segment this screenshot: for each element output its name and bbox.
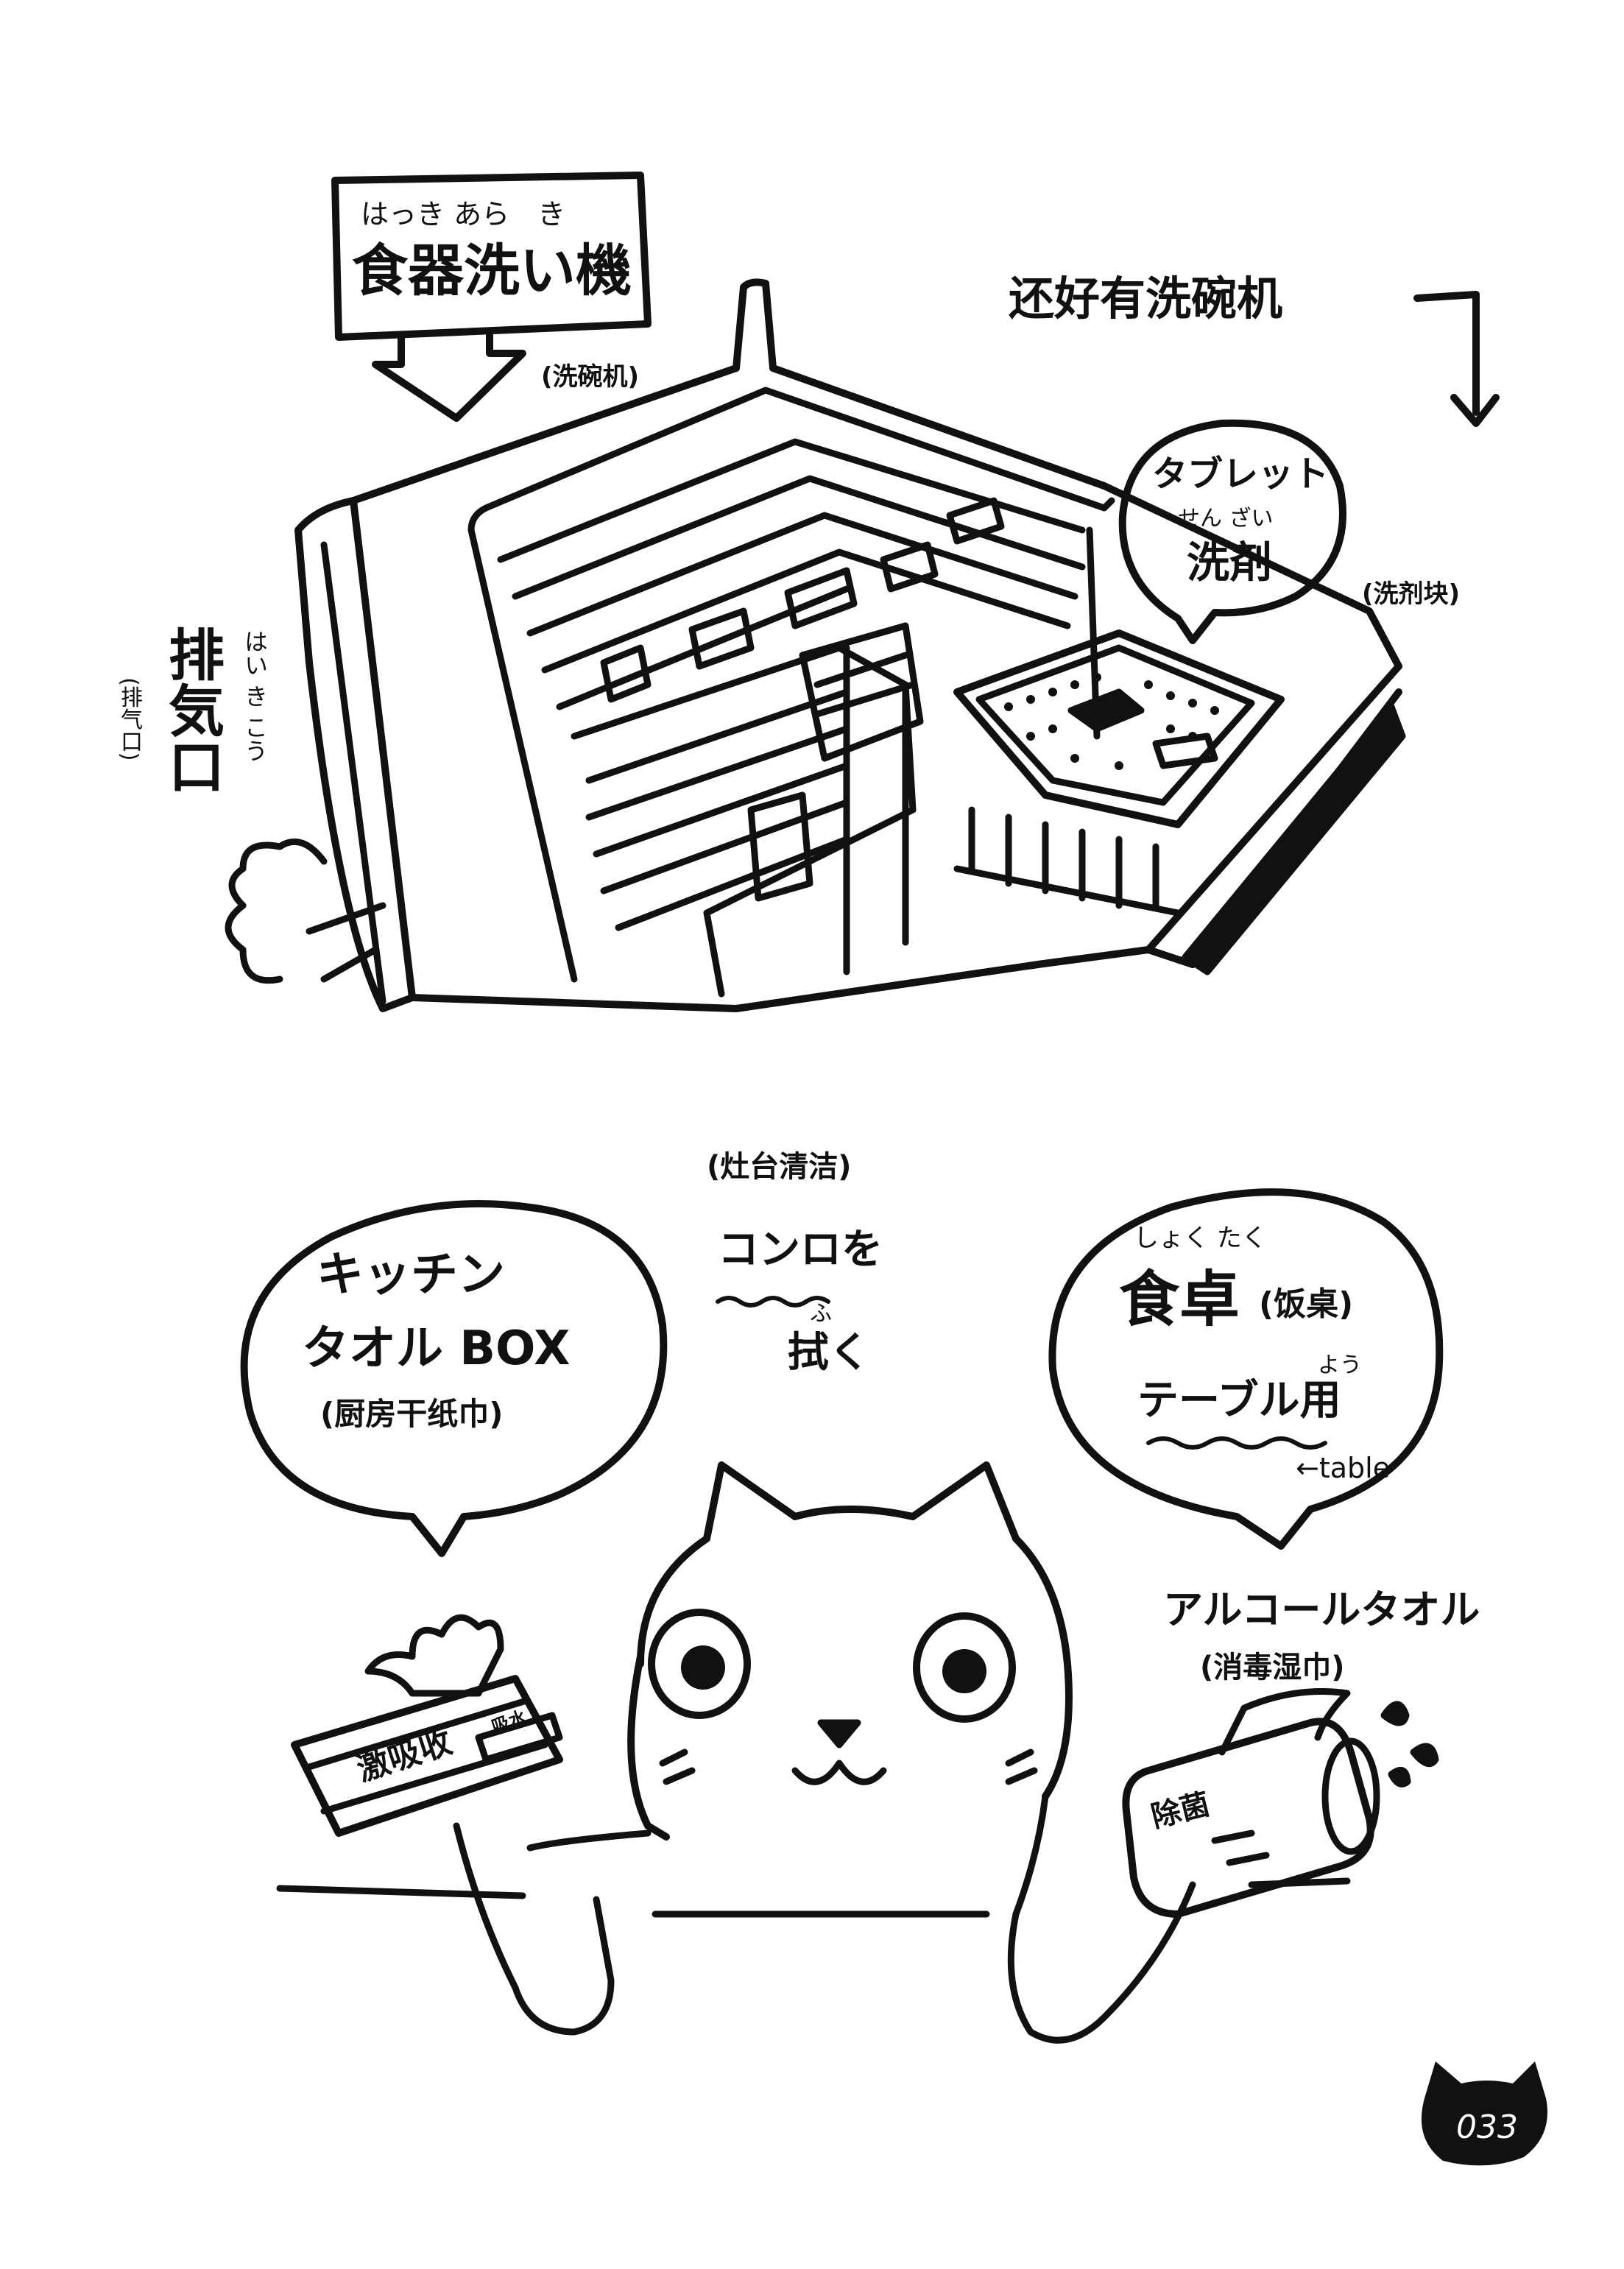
table-bubble-frame [1048,1188,1444,1550]
alcohol-roll [1122,1688,1439,1918]
dishwasher-drawing [294,278,1406,1012]
label-cn: (洗碗机) [541,362,640,392]
stove-line1: コンロを [718,1226,883,1274]
stove-ruby: ふ [810,1301,832,1327]
tablet-line1: タブレット [1152,454,1330,495]
towel-bubble-frame [240,1200,668,1557]
tablet-cn: (洗剂块) [1362,579,1461,609]
vent-cn: (排气口) [116,677,142,761]
vent-ruby: はい き こう [241,629,269,763]
towel-line2: タオル BOX [302,1321,571,1376]
label-box-frame [331,172,652,422]
table-ruby2: よう [1318,1352,1362,1378]
stove-cn: (灶台清洁) [707,1150,852,1184]
dishwasher-comment: 还好有洗碗机 [1009,272,1283,325]
table-squiggle [1146,1436,1327,1450]
alcohol-main: アルコールタオル [1163,1587,1480,1633]
cat-drawing [276,1461,1351,2044]
page-number: 033 [1456,2109,1518,2146]
towel-cn: (厨房干纸巾) [320,1396,504,1432]
page-number-cat [1421,2061,1547,2166]
label-main: 食器洗い機 [352,238,632,303]
comment-arrow [1413,291,1500,427]
vent-puff [225,838,386,984]
tissue-box [291,1614,563,1837]
table-cn: (饭桌) [1259,1285,1354,1323]
table-main: 食卓 [1119,1265,1240,1335]
table-note: ←table [1296,1452,1391,1484]
table-ruby: しょく たく [1134,1224,1267,1253]
stove-line2: 拭く [788,1329,870,1377]
table-line2: テーブル用 [1137,1377,1341,1425]
stove-squiggle [716,1296,830,1308]
tablet-bubble-frame [1118,419,1346,644]
towel-line1: キッチン [317,1248,505,1302]
tablet-main: 洗剤 [1187,537,1273,587]
label-ruby: はっき あら き [361,198,566,230]
alcohol-cn: (消毒湿巾) [1200,1651,1345,1684]
tablet-ruby: せん ざい [1178,506,1274,532]
vent-main: 排気口 [159,626,225,794]
